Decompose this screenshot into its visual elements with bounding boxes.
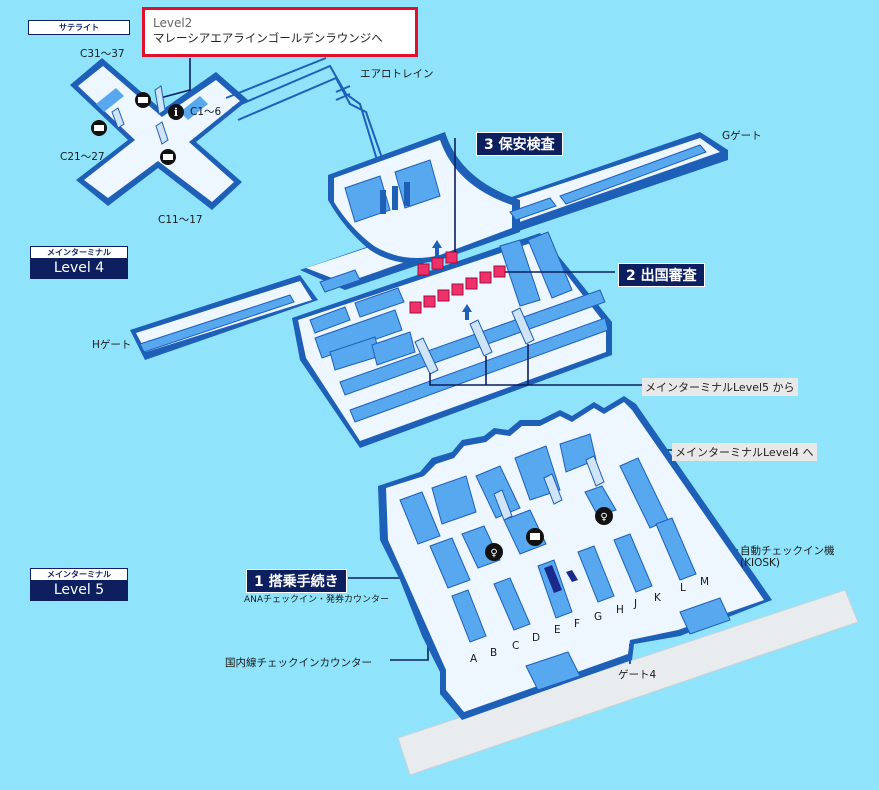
elevator-icon	[135, 92, 151, 108]
level2-label: Level2	[153, 16, 193, 30]
escalators-l5	[493, 455, 605, 521]
counter-label: A	[470, 653, 478, 665]
gate-c31-37-label: C31～37	[80, 48, 125, 60]
counter-label: G	[594, 611, 603, 623]
info-icon: i	[168, 104, 184, 120]
g-gate-label: Gゲート	[722, 130, 762, 142]
level5-badge-top: メインターミナル	[31, 569, 127, 580]
aerotrain-label: エアロトレイン	[360, 68, 434, 80]
gate-c11-17-label: C11～17	[158, 214, 203, 226]
svg-text:i: i	[174, 106, 178, 119]
lounge-label: マレーシアエアラインゴールデンラウンジへ	[153, 31, 383, 45]
level5-badge: メインターミナル Level 5	[30, 568, 128, 601]
counter-label: B	[490, 647, 498, 659]
counter-label: J	[634, 598, 638, 610]
counter-label: K	[654, 592, 661, 604]
aerotrain-tracks	[225, 57, 399, 205]
escalators-l4	[414, 307, 535, 375]
level2-lounge-callout: Level2 マレーシアエアラインゴールデンラウンジへ	[142, 7, 418, 57]
elevator-icon	[526, 528, 544, 546]
tarmac-strip	[397, 589, 859, 776]
kiosk-sub-label: (KIOSK)	[740, 557, 780, 569]
satellite-tag: サテライト	[28, 20, 130, 35]
level4-badge-top: メインターミナル	[31, 247, 127, 258]
counter-label: M	[700, 576, 710, 588]
counter-label: H	[616, 604, 624, 616]
security-checkpoint	[417, 251, 458, 276]
elevator-icon	[160, 149, 176, 165]
ana-checkin-counter	[544, 565, 578, 593]
restroom-icon: ♀	[595, 507, 613, 525]
counter-label: E	[554, 624, 561, 636]
from-main-l5-label: メインターミナルLevel5 から	[642, 378, 798, 396]
h-gate-label: Hゲート	[92, 339, 132, 351]
gate-c1-6-label: C1～6	[190, 106, 222, 118]
step-checkin: 1 搭乗手続き	[246, 569, 347, 593]
kiosk-label: 自動チェックイン機	[740, 545, 835, 557]
counter-label: C	[512, 640, 520, 652]
svg-text:♀: ♀	[600, 512, 607, 523]
gate-c21-27-label: C21～27	[60, 151, 105, 163]
step-security: 3 保安検査	[476, 132, 563, 156]
escalator-icon	[111, 85, 169, 145]
svg-text:♀: ♀	[490, 548, 497, 559]
gate4-label: ゲート4	[618, 669, 657, 681]
immigration-checkpoint	[409, 265, 506, 314]
aerotrain-station	[380, 182, 410, 214]
domestic-checkin-label: 国内線チェックインカウンター	[225, 657, 372, 669]
ana-checkin-label: ANAチェックイン・発券カウンター	[244, 595, 390, 605]
level4-badge-bottom: Level 4	[53, 260, 105, 276]
counter-label: F	[574, 618, 581, 630]
counter-label: L	[680, 582, 686, 594]
counter-label: D	[532, 632, 541, 644]
restroom-icon: ♀	[485, 543, 503, 561]
level4-badge: メインターミナル Level 4	[30, 246, 128, 279]
elevator-icon	[91, 120, 107, 136]
level4-blocks	[139, 144, 707, 423]
step-immigration: 2 出国審査	[618, 263, 705, 287]
to-main-l4-label: メインターミナルLevel4 へ	[672, 443, 817, 461]
level5-badge-bottom: Level 5	[53, 582, 105, 598]
